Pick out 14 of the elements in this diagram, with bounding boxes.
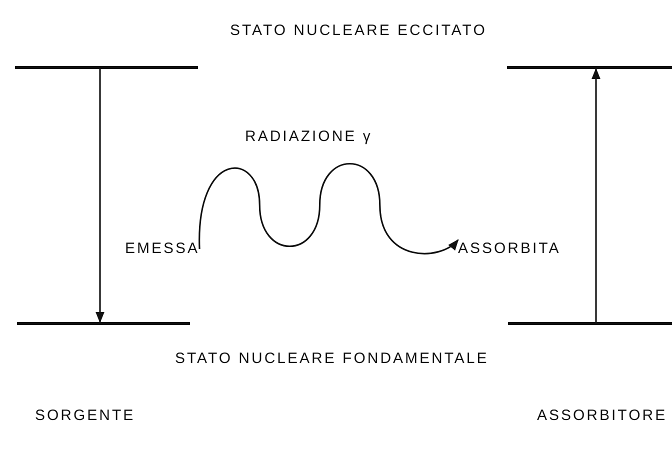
level-label: ASSORBITA — [458, 240, 561, 258]
energy-level-line — [508, 322, 672, 325]
wavy-arrow — [198, 163, 459, 254]
level-label: EMESSA — [125, 240, 200, 258]
caption-label: ASSORBITORE — [537, 407, 668, 425]
transition-arrow — [96, 69, 104, 324]
caption-label: SORGENTE — [35, 407, 136, 425]
state-label: STATO NUCLEARE ECCITATO — [230, 22, 487, 40]
energy-level-line — [17, 322, 190, 325]
transition-arrow — [592, 68, 600, 322]
energy-level-line — [15, 66, 198, 69]
edge-label: RADIAZIONE γ — [245, 128, 372, 146]
state-label: STATO NUCLEARE FONDAMENTALE — [175, 350, 489, 368]
energy-level-line — [507, 66, 672, 69]
